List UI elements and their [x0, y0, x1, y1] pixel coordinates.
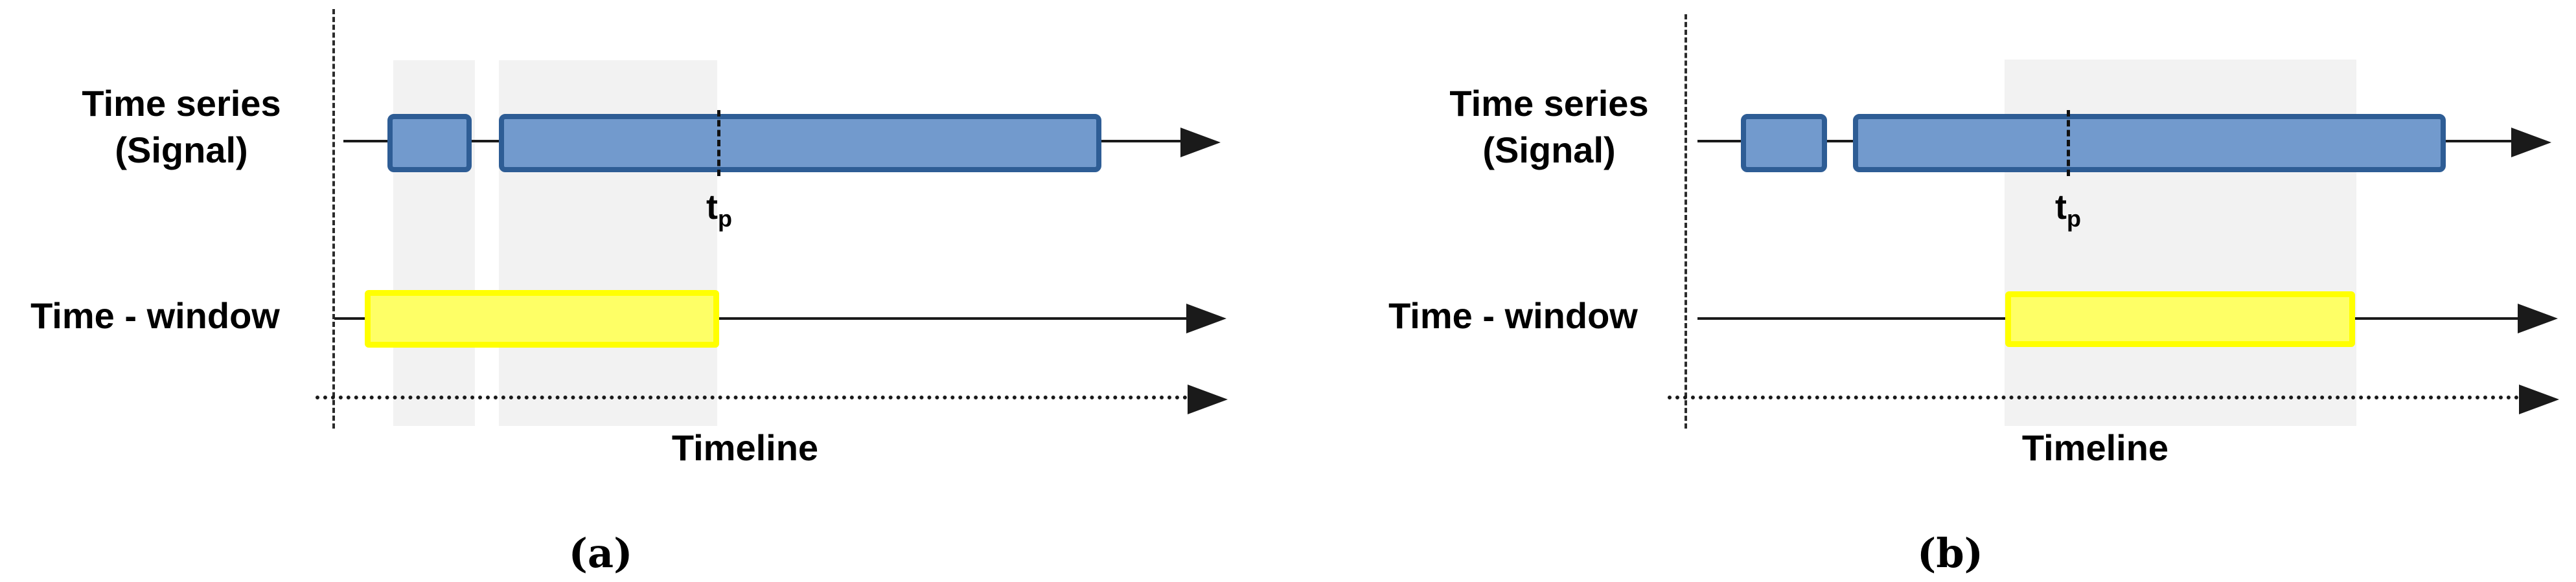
- tp-subscript: p: [717, 205, 732, 232]
- timeline-arrowhead-icon: [2519, 385, 2559, 414]
- panel-caption: (a): [568, 530, 633, 577]
- signal-pulse-long: [1853, 114, 2446, 172]
- panel-a: Time series (Signal) tp Time - window Ti…: [30, 9, 1228, 577]
- timeline-label: Timeline: [671, 427, 819, 468]
- vertical-axis-dashed: [332, 9, 335, 429]
- window-baseline-left-stub: [334, 317, 367, 320]
- tp-symbol: t: [706, 188, 718, 227]
- time-window-box: [2005, 291, 2355, 347]
- prediction-time-label: tp: [693, 190, 745, 236]
- window-arrowhead-icon: [1186, 304, 1226, 333]
- timeline-dotted-axis: [316, 396, 1188, 399]
- window-arrowhead-icon: [2518, 304, 2558, 333]
- panel-b: Time series (Signal) tp Time - window Ti…: [1288, 0, 2576, 582]
- window-row-label: Time - window: [1388, 295, 1638, 336]
- signal-pulse-long: [499, 114, 1101, 172]
- signal-row-label: Time series (Signal): [1403, 80, 1695, 173]
- signal-row-label-line1: Time series: [1449, 83, 1649, 124]
- prediction-time-label: tp: [2042, 190, 2094, 236]
- timeline-arrowhead-icon: [1188, 385, 1228, 414]
- vertical-axis-dashed: [1685, 14, 1687, 429]
- window-row-label: Time - window: [30, 295, 280, 336]
- signal-arrowhead-icon: [2511, 128, 2551, 157]
- signal-row-label-line2: (Signal): [115, 129, 248, 170]
- signal-pulse-short: [1741, 114, 1827, 172]
- timeline-label: Timeline: [2021, 427, 2169, 468]
- window-baseline-left: [1697, 317, 2005, 320]
- window-baseline-right: [2355, 317, 2518, 320]
- window-baseline: [719, 317, 1187, 320]
- prediction-time-marker: [2067, 110, 2070, 176]
- signal-pulse-short: [387, 114, 472, 172]
- tp-symbol: t: [2055, 188, 2067, 227]
- time-window-box: [365, 290, 719, 348]
- signal-arrowhead-icon: [1180, 128, 1221, 157]
- tp-subscript: p: [2066, 205, 2081, 232]
- signal-row-label-line1: Time series: [82, 83, 281, 124]
- prediction-time-marker: [717, 110, 720, 176]
- panel-caption: (b): [1916, 530, 1984, 577]
- signal-row-label: Time series (Signal): [36, 80, 327, 173]
- signal-row-label-line2: (Signal): [1482, 129, 1616, 170]
- timeline-dotted-axis: [1668, 396, 2519, 399]
